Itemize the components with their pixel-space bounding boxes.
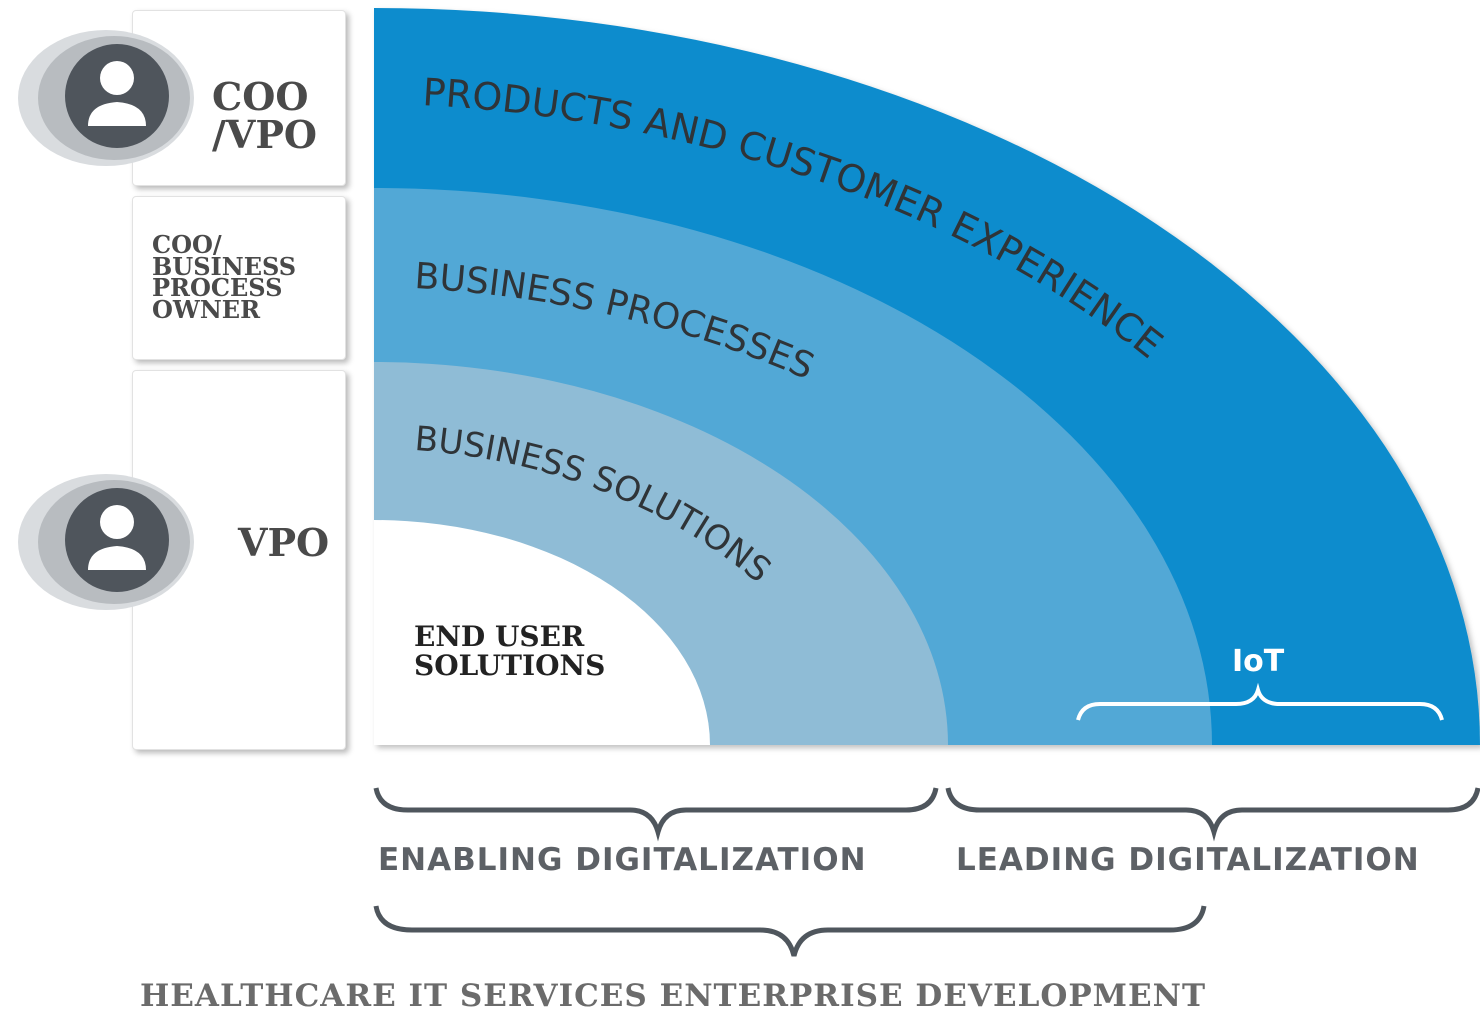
brace-enabling bbox=[373, 787, 939, 842]
iot-brace bbox=[1076, 682, 1444, 721]
iot-label: IoT bbox=[1232, 644, 1285, 679]
brace-leading bbox=[945, 787, 1480, 842]
role-label-coo-vpo: COO /VPO bbox=[212, 74, 318, 157]
brace-overall bbox=[373, 905, 1207, 957]
footer-title: HEALTHCARE IT SERVICES ENTERPRISE DEVELO… bbox=[140, 978, 1207, 1014]
role-label-coo-bpo: COO/ BUSINESS PROCESS OWNER bbox=[152, 230, 297, 324]
group-label-leading: LEADING DIGITALIZATION bbox=[956, 842, 1420, 878]
role-box-coo-bpo bbox=[132, 196, 346, 360]
group-label-enabling: ENABLING DIGITALIZATION bbox=[378, 842, 867, 878]
user-icon bbox=[18, 30, 194, 166]
user-icon bbox=[18, 474, 194, 610]
layer-label-end-user: END USER SOLUTIONS bbox=[414, 620, 606, 683]
role-label-vpo: VPO bbox=[238, 520, 330, 565]
layer-end-user-solutions bbox=[374, 520, 710, 745]
